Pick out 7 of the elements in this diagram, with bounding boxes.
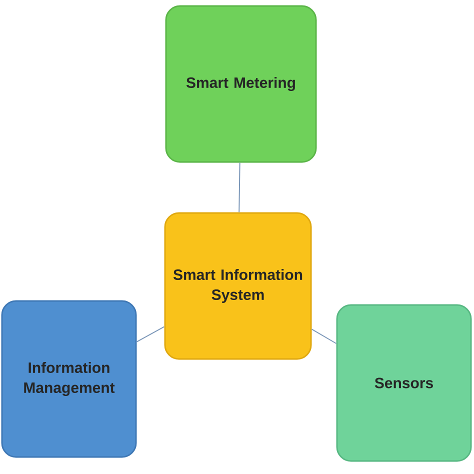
process-box: Information Management: [1, 300, 137, 458]
process-box: Sensors: [336, 304, 472, 462]
connector-line: [136, 326, 165, 342]
process-box: Smart Metering: [165, 5, 317, 163]
connector-line: [238, 162, 240, 213]
connector-line: [311, 328, 337, 344]
process-box: Smart Information System: [164, 212, 312, 360]
